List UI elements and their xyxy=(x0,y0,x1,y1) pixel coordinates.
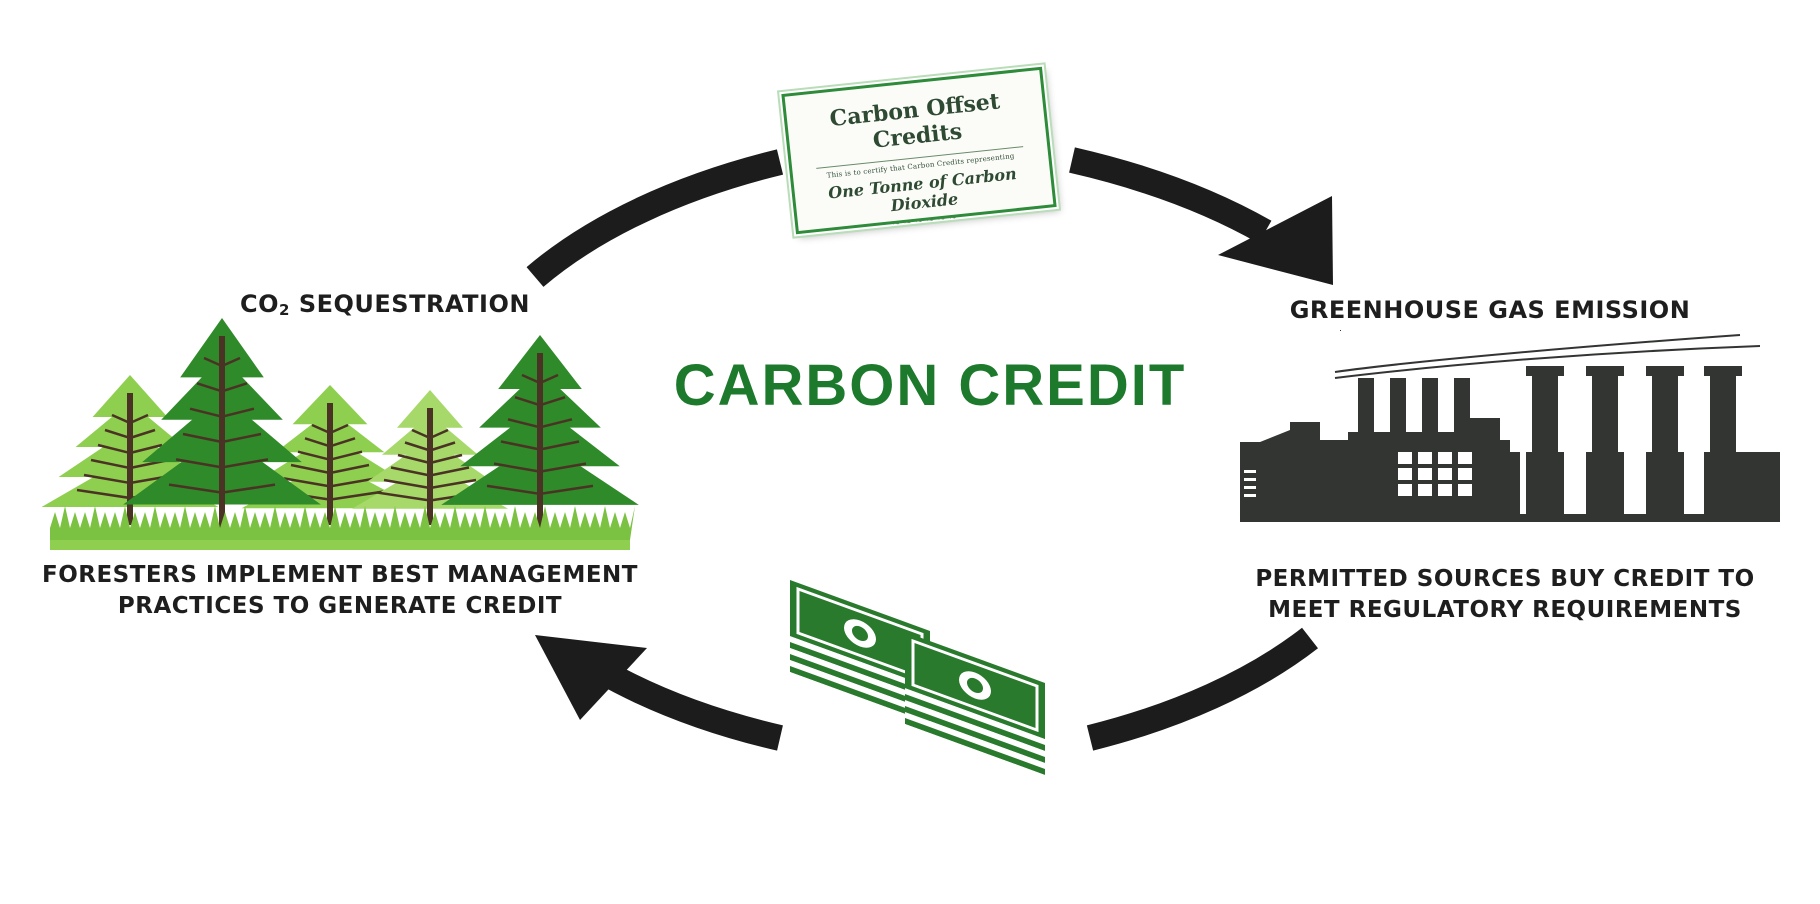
arrow-top-left-arc xyxy=(526,149,784,287)
arrow-head-left-icon xyxy=(535,635,647,720)
pine-trees-icon xyxy=(41,318,639,550)
diagram-title: CARBON CREDIT xyxy=(673,353,1187,418)
arrow-top-right-arc xyxy=(1069,147,1272,244)
greenhouse-gas-heading: GREENHOUSE GAS EMISSION xyxy=(1289,296,1691,324)
pine-tree-icon xyxy=(441,335,639,528)
certificate-title: Carbon Offset Credits xyxy=(828,88,1002,154)
co2-sequestration-heading: CO2 SEQUESTRATION xyxy=(240,290,530,319)
pine-tree-icon xyxy=(352,390,508,525)
arrow-head-right-icon xyxy=(1218,196,1333,285)
bill-stack-icon xyxy=(790,580,930,729)
pine-tree-icon xyxy=(123,318,321,530)
arrow-bottom-right-arc xyxy=(1086,627,1318,751)
factory-icon xyxy=(1240,330,1780,522)
arrow-bottom-left-arc xyxy=(593,658,783,751)
carbon-offset-certificate: Carbon Offset Credits This is to certify… xyxy=(781,66,1057,235)
foresters-caption: FORESTERS IMPLEMENT BEST MANAGEMENT PRAC… xyxy=(41,562,638,619)
cash-stack-icon xyxy=(790,580,1045,781)
permitted-sources-caption: PERMITTED SOURCES BUY CREDIT TO MEET REG… xyxy=(1255,566,1755,623)
bill-stack-icon xyxy=(905,632,1045,781)
grass-icon xyxy=(50,506,635,550)
